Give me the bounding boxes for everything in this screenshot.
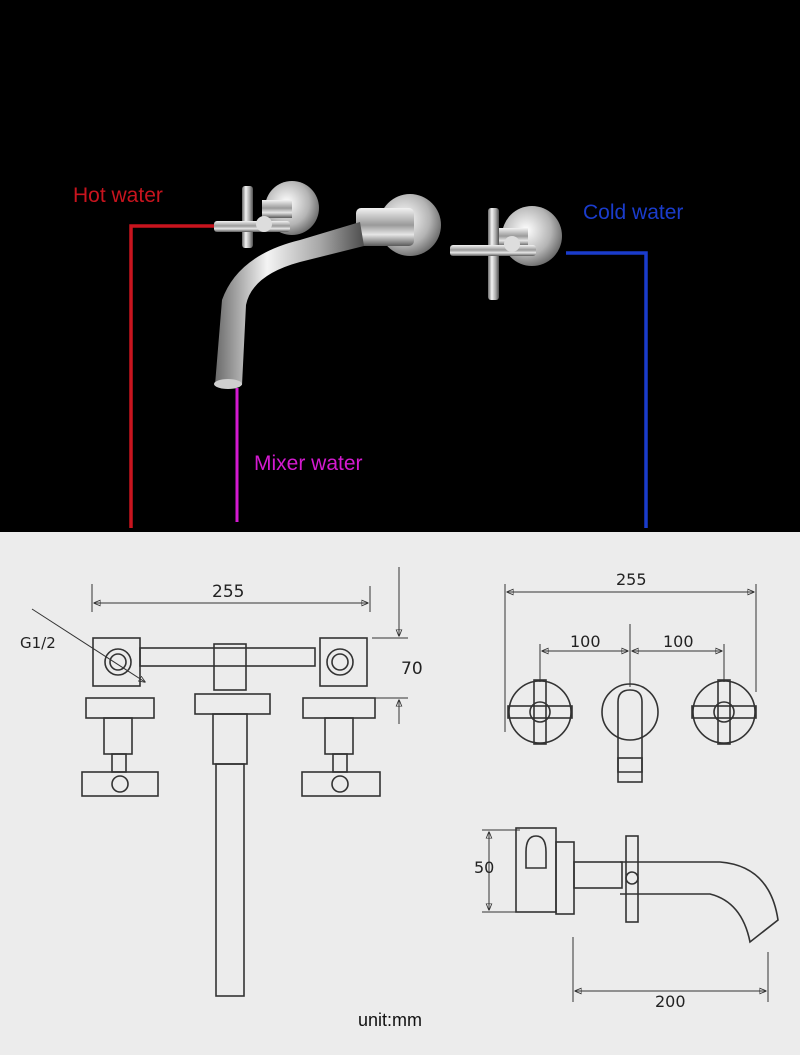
side-view [482, 827, 779, 1002]
spout-length-dimension: 200 [655, 992, 686, 1011]
left-spacing-dimension: 100 [570, 632, 601, 651]
plan-width-dimension: 255 [616, 570, 647, 589]
thread-size-label: G1/2 [20, 634, 56, 652]
front-width-dimension: 255 [212, 582, 245, 602]
hot-water-label: Hot water [73, 184, 163, 207]
faucet-photo-graphic [129, 181, 648, 528]
mixer-water-label: Mixer water [254, 452, 363, 475]
plan-view [504, 584, 757, 783]
spout-icon [214, 194, 441, 389]
cold-water-label: Cold water [583, 201, 684, 224]
escutcheon-depth-dimension: 50 [474, 858, 495, 877]
cold-water-line [566, 251, 648, 528]
cold-handle-icon [450, 206, 562, 300]
technical-drawing-graphic [31, 567, 779, 1002]
hot-water-line [129, 224, 214, 528]
front-view [31, 567, 408, 997]
hot-handle-icon [214, 181, 319, 248]
unit-label: unit:mm [358, 1010, 423, 1030]
technical-drawing-panel: 255 G1/2 70 255 100 100 50 200 unit:mm [0, 532, 800, 1055]
right-spacing-dimension: 100 [663, 632, 694, 651]
faucet-photo-panel: Hot water Cold water Mixer water [0, 0, 800, 532]
handle-offset-dimension: 70 [401, 659, 423, 679]
